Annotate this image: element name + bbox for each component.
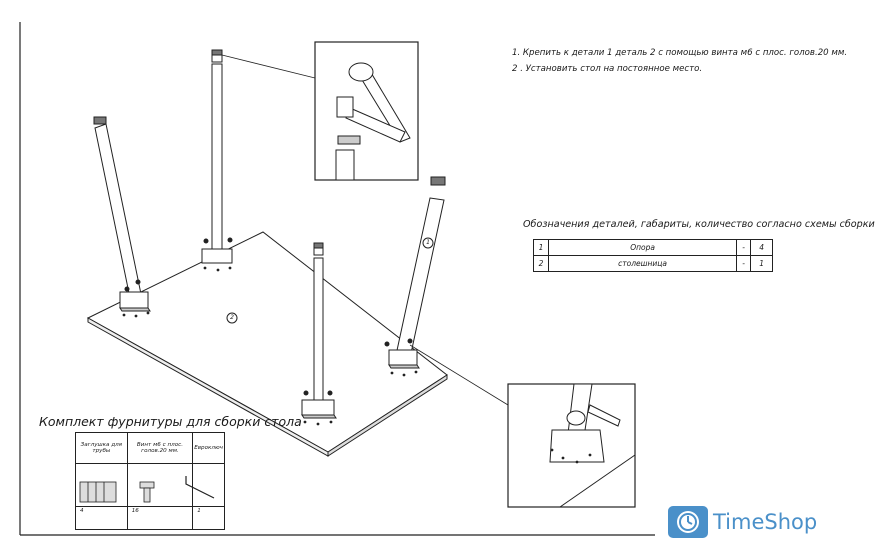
kit-picture-cell	[75, 463, 128, 507]
detail-view-top	[314, 41, 419, 181]
table-row: 4 16 1	[75, 506, 225, 530]
parts-table: 1 Опора - 4 2 столешница - 1	[533, 239, 773, 272]
kit-header-hex-key: Евроключ	[192, 432, 225, 464]
part-number: 1	[533, 239, 549, 256]
brand-name: TimeShop	[713, 510, 818, 534]
part-quantity: 4	[750, 239, 773, 256]
leader-lines	[221, 54, 509, 406]
detail-view-bottom	[507, 383, 636, 508]
part-dimensions: -	[736, 255, 752, 272]
sheet-frame	[19, 22, 655, 536]
table-row: Заглушка для трубы Винт м6 с плос. голов…	[75, 432, 225, 464]
kit-qty-hex-key: 1	[192, 506, 225, 530]
leg-back-left	[93, 116, 151, 312]
label-circle-2	[226, 312, 238, 324]
screw-holes	[122, 266, 418, 426]
tabletop	[86, 231, 448, 457]
table-row	[75, 463, 225, 507]
instruction-1: 1. Крепить к детали 1 деталь 2 с помощью…	[512, 48, 848, 58]
notation-title: Обозначения деталей, габариты, количеств…	[523, 219, 875, 230]
part-name: Опора	[547, 239, 738, 256]
kit-qty-end-cap: 4	[75, 506, 128, 530]
table-row: 2 столешница - 1	[533, 255, 773, 272]
assembly-instructions: 1. Крепить к детали 1 деталь 2 с помощью…	[512, 45, 847, 77]
leg-right	[388, 176, 446, 369]
kit-picture-cell	[126, 463, 194, 507]
assembly-drawing	[19, 22, 708, 538]
label-circle-1	[422, 237, 434, 249]
part-label-2: 2	[230, 314, 234, 321]
table-row: 1 Опора - 4	[533, 239, 773, 256]
instruction-2: 2 . Установить стол на постоянное место.	[512, 64, 703, 74]
leg-front-center	[301, 242, 337, 419]
part-name: столешница	[547, 255, 738, 272]
part-dimensions: -	[736, 239, 752, 256]
part-quantity: 1	[750, 255, 773, 272]
kit-qty-screw: 16	[126, 506, 194, 530]
screws	[124, 237, 413, 396]
kit-table: Заглушка для трубы Винт м6 с плос. голов…	[75, 432, 225, 530]
timeshop-logo-icon	[668, 506, 708, 538]
part-number: 2	[533, 255, 549, 272]
kit-header-screw: Винт м6 с плос. голов.20 мм.	[126, 432, 194, 464]
kit-picture-cell	[192, 463, 225, 507]
leg-back-center	[201, 49, 233, 264]
kit-header-end-cap: Заглушка для трубы	[75, 432, 128, 464]
kit-title: Комплект фурнитуры для сборки стола	[39, 414, 302, 429]
part-label-1: 1	[426, 239, 430, 246]
